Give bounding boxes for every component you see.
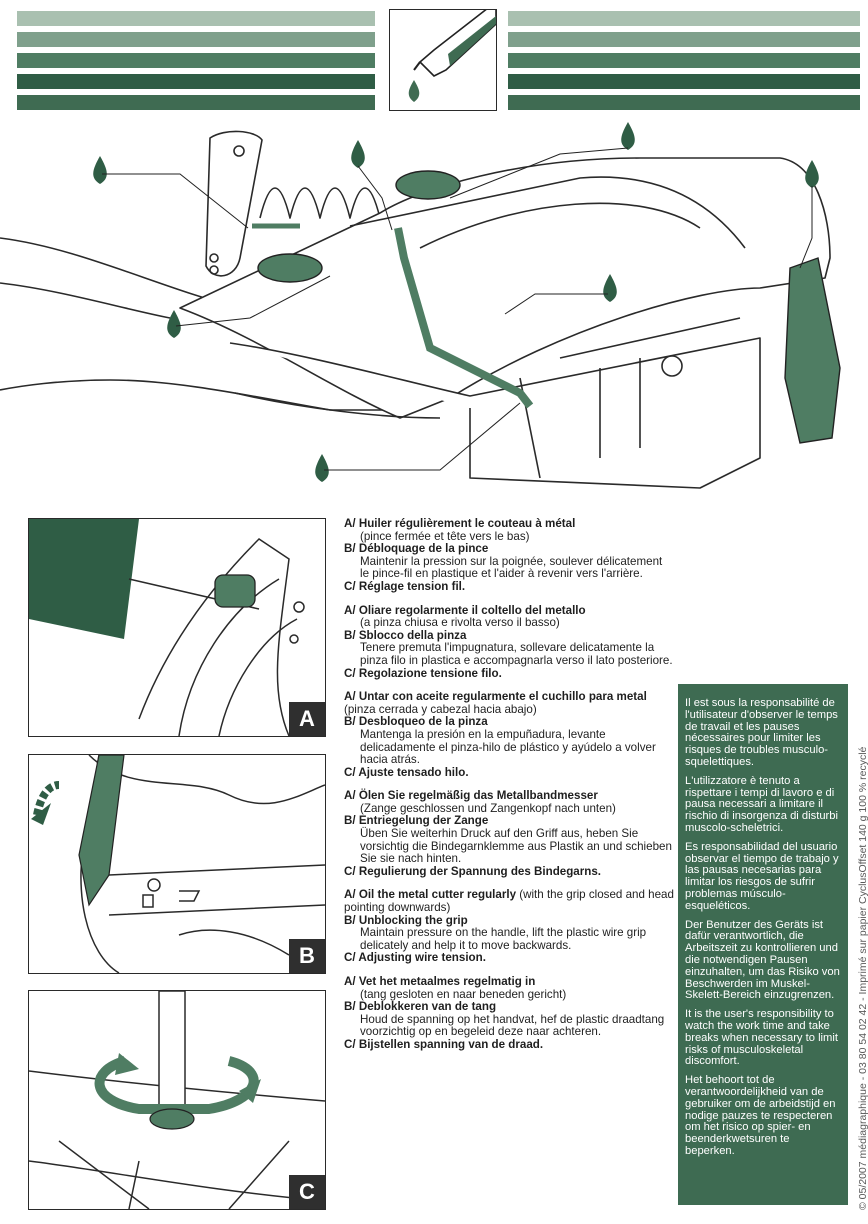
step-b-title: B/ Entriegelung der Zange xyxy=(344,814,489,828)
unblocking-grip-closeup xyxy=(31,755,325,973)
instructions-column: A/ Huiler régulièrement le couteau à mét… xyxy=(344,517,674,1063)
step-c-title: C/ Adjusting wire tension. xyxy=(344,951,486,965)
step-a-title: A/ Ölen Sie regelmäßig das Metallbandmes… xyxy=(344,789,598,803)
stripe-right-4 xyxy=(508,74,860,89)
instructions-nl: A/ Vet het metaalmes regelmatig in (tang… xyxy=(344,975,674,1052)
figure-panel-a: A xyxy=(28,518,326,737)
note-fr: Il est sous la responsabilité de l'utili… xyxy=(685,697,838,768)
step-c-title: C/ Ajuste tensado hilo. xyxy=(344,765,469,779)
stripe-left-2 xyxy=(17,32,375,47)
responsibility-note-box: Il est sous la responsabilité de l'utili… xyxy=(678,684,848,1205)
instructions-es: A/ Untar con aceite regularmente el cuch… xyxy=(344,690,674,779)
stripe-left-1 xyxy=(17,11,375,26)
step-b-text: Mantenga la presión en la empuñadura, le… xyxy=(360,727,656,767)
step-b-text: Tenere premuta l'impugnatura, sollevare … xyxy=(360,641,673,667)
stripe-right-2 xyxy=(508,32,860,47)
step-b-title: B/ Deblokkeren van de tang xyxy=(344,1000,497,1014)
oil-can-drop-icon xyxy=(389,7,497,111)
instructions-fr: A/ Huiler régulièrement le couteau à mét… xyxy=(344,517,674,594)
panel-label: A xyxy=(289,702,325,736)
step-b-text: Houd de spanning op het handvat, hef de … xyxy=(360,1012,665,1039)
step-a-title: A/ Vet het metaalmes regelmatig in xyxy=(344,975,536,988)
step-a-sub: (tang gesloten en naar beneden gericht) xyxy=(360,987,567,1001)
step-b-title: B/ Débloquage de la pince xyxy=(344,542,489,556)
step-a-rest: (with the grip closed and head pointing … xyxy=(344,888,674,915)
step-a-sub: (a pinza chiusa e rivolta verso il basso… xyxy=(360,616,560,630)
stripe-left-3 xyxy=(17,53,375,68)
step-a-rest: (pinza cerrada y cabezal hacia abajo) xyxy=(344,702,537,716)
note-es: Es responsabilidad del usuario observar … xyxy=(685,840,839,912)
note-de: Der Benutzer des Geräts ist dafür verant… xyxy=(685,918,840,1002)
step-a-sub: (pince fermée et tête vers le bas) xyxy=(360,529,530,543)
stripe-right-3 xyxy=(508,53,860,68)
figure-panel-c: C xyxy=(28,990,326,1210)
stripe-left-4 xyxy=(17,74,375,89)
instructions-de: A/ Ölen Sie regelmäßig das Metallbandmes… xyxy=(344,789,674,878)
step-b-text: Üben Sie weiterhin Druck auf den Griff a… xyxy=(360,827,672,866)
step-c-title: C/ Regolazione tensione filo. xyxy=(344,666,502,680)
note-en: It is the user's responsibility to watch… xyxy=(685,1008,838,1068)
step-a-title: A/ Untar con aceite regularmente el cuch… xyxy=(344,690,647,704)
step-b-title: B/ Sblocco della pinza xyxy=(344,628,467,642)
step-b-text: Maintain pressure on the handle, lift th… xyxy=(360,926,647,952)
step-a-title: A/ Oliare regolarmente il coltello del m… xyxy=(344,603,586,617)
oiling-cutter-closeup xyxy=(29,519,305,736)
baler-machine-illustration xyxy=(0,122,841,489)
step-c-title: C/ Regulierung der Spannung des Bindegar… xyxy=(344,864,602,878)
step-a-title: A/ Huiler régulièrement le couteau à mét… xyxy=(344,517,576,530)
step-b-text: Maintenir la pression sur la poignée, so… xyxy=(360,554,663,581)
step-b-title: B/ Unblocking the grip xyxy=(344,913,468,927)
stripe-right-5 xyxy=(508,95,860,110)
panel-label: B xyxy=(289,939,325,973)
note-it: L'utilizzatore è tenuto a rispettare i t… xyxy=(685,774,838,834)
step-a-title: A/ Oil the metal cutter regularly xyxy=(344,888,517,902)
note-nl: Het behoort tot de verantwoordelijkheid … xyxy=(685,1074,836,1157)
stripe-right-1 xyxy=(508,11,860,26)
stripe-left-5 xyxy=(17,95,375,110)
wire-tension-knob-closeup xyxy=(29,991,325,1209)
step-b-title: B/ Desbloqueo de la pinza xyxy=(344,715,488,729)
instructions-en: A/ Oil the metal cutter regularly (with … xyxy=(344,889,674,965)
print-credit: © 05/2007 médiagraphique - 03 80 54 02 4… xyxy=(857,746,868,1210)
instructions-it: A/ Oliare regolarmente il coltello del m… xyxy=(344,603,674,681)
step-c-title: C/ Bijstellen spanning van de draad. xyxy=(344,1037,544,1051)
step-c-title: C/ Réglage tension fil. xyxy=(344,579,466,593)
panel-label: C xyxy=(289,1175,325,1209)
figure-panel-b: B xyxy=(28,754,326,974)
step-a-sub: (Zange geschlossen und Zangenkopf nach u… xyxy=(360,801,616,815)
